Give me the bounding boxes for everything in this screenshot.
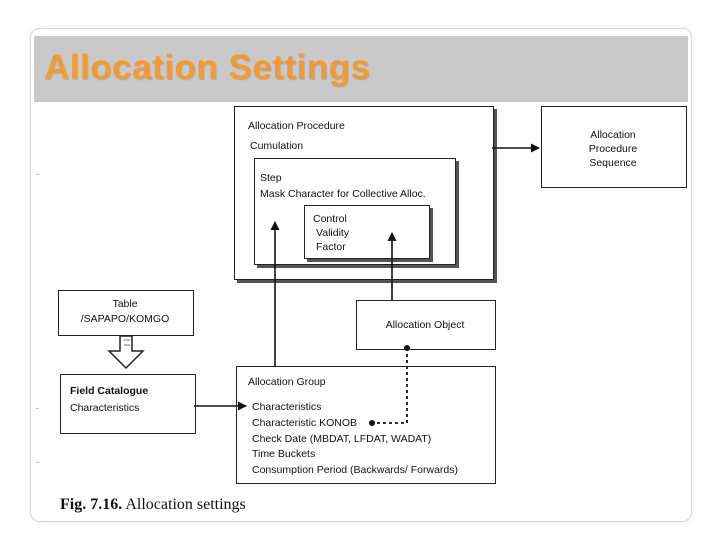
table-line2: /SAPAPO/KOMGO (80, 313, 170, 325)
scan-tick (36, 462, 39, 463)
allocation-group-item: Consumption Period (Backwards/ Forwards) (252, 464, 458, 476)
table-box (58, 290, 194, 336)
allocation-group-item: Characteristic KONOB (252, 417, 358, 429)
procedure-sequence-line3: Sequence (589, 157, 637, 169)
control-label: Control (313, 213, 347, 225)
allocation-group-item: Time Buckets (252, 448, 316, 460)
table-to-catalogue-hollow-arrow (107, 335, 145, 370)
slide-title: Allocation Settings (44, 48, 371, 87)
field-catalogue-box (60, 374, 196, 434)
control-box (304, 205, 430, 259)
field-catalogue-title: Field Catalogue (70, 385, 149, 397)
procedure-sequence-line2: Procedure (588, 143, 638, 155)
allocation-object-box (356, 300, 496, 350)
step-title: Step (260, 172, 282, 184)
title-bar (34, 36, 688, 102)
cumulation-label: Cumulation (250, 140, 304, 152)
allocation-group-title: Allocation Group (248, 376, 326, 388)
factor-label: Factor (316, 241, 346, 253)
procedure-sequence-box (541, 106, 687, 188)
procedure-sequence-line1: Allocation (590, 129, 636, 141)
allocation-group-item: Characteristics (252, 401, 322, 413)
figure-caption-text: Allocation settings (125, 496, 246, 513)
scan-tick (36, 174, 39, 175)
allocation-group-item: Check Date (MBDAT, LFDAT, WADAT) (252, 433, 432, 445)
scan-tick (36, 408, 39, 409)
validity-label: Validity (316, 227, 350, 239)
table-line1: Table (112, 298, 138, 310)
allocation-group-box (236, 366, 496, 484)
dotted-link-object-to-konob (372, 348, 408, 424)
dotted-link-dot-top (404, 345, 410, 351)
figure-caption: Fig. 7.16. Allocation settings (60, 496, 246, 514)
allocation-procedure-title: Allocation Procedure (248, 120, 345, 132)
dotted-link-dot-bottom (369, 420, 375, 426)
allocation-object-label: Allocation Object (385, 319, 465, 331)
field-catalogue-item: Characteristics (70, 402, 140, 414)
mask-character-label: Mask Character for Collective Alloc. (260, 188, 426, 200)
figure-number: Fig. 7.16. (60, 496, 123, 513)
